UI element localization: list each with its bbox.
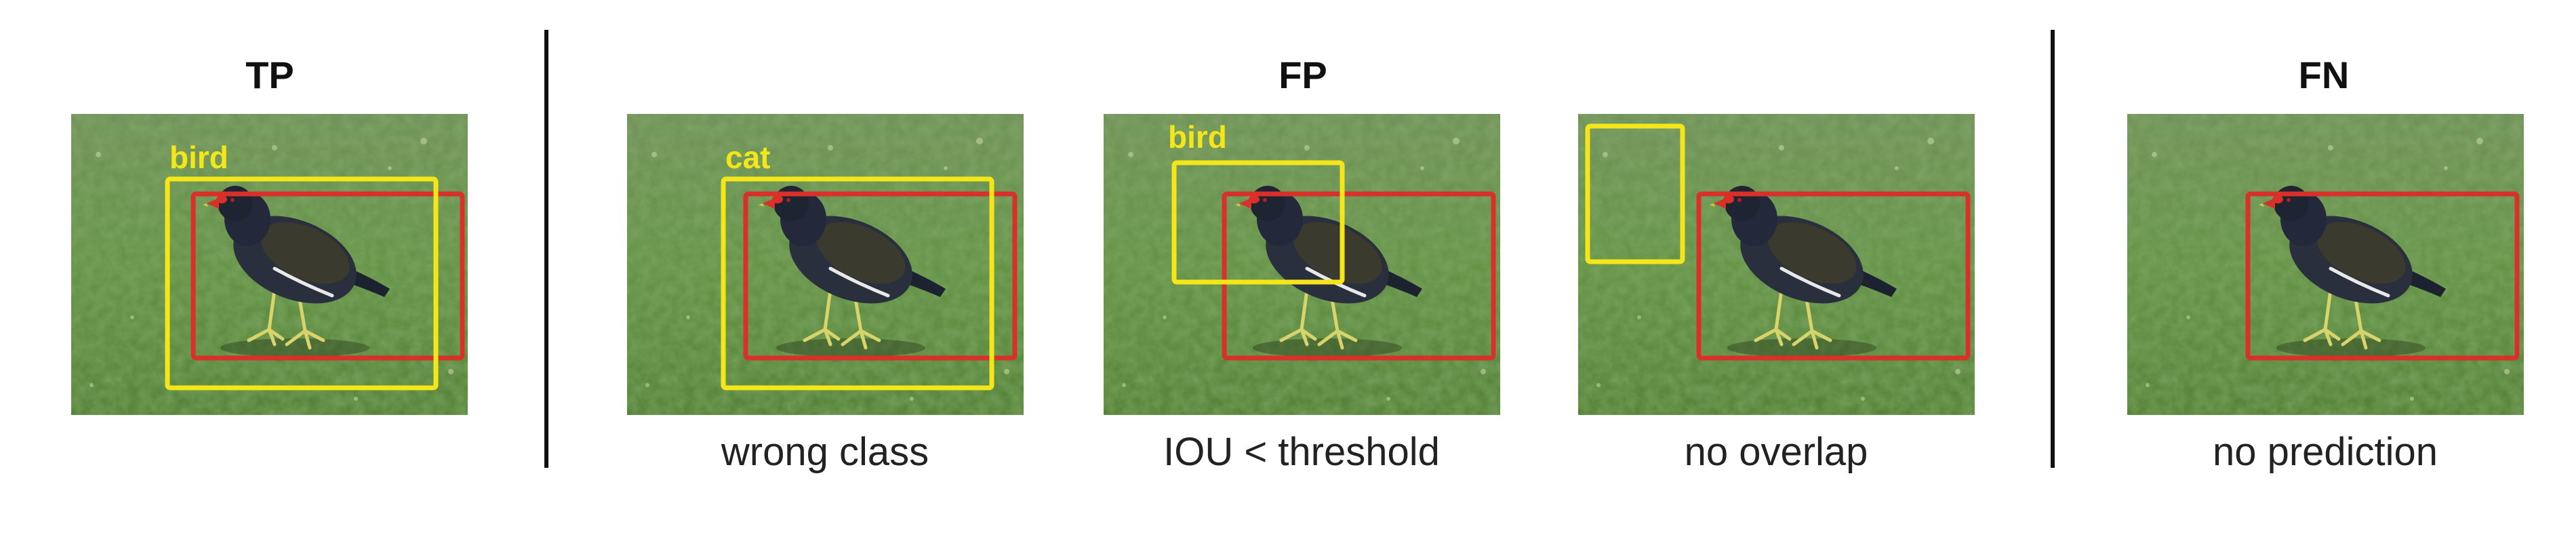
divider-fp-fn [2051,30,2055,468]
ground-truth-box [1222,191,1496,361]
divider-tp-fp [544,30,548,468]
panel-fp-no-overlap: no overlap [1578,114,1975,474]
prediction-label: cat [725,140,770,175]
caption-no-prediction: no prediction [2212,430,2438,474]
fp-heading: FP [1279,54,1327,96]
fn-photo [2127,114,2524,415]
tp-heading: TP [245,54,294,96]
ground-truth-box [190,191,465,361]
panel-fn: no prediction [2127,114,2524,474]
prediction-box [721,176,994,391]
panel-fp-iou: bird IOU < threshold [1104,114,1500,474]
prediction-box [1171,160,1345,285]
ground-truth-box [2245,191,2520,361]
tp-photo: bird [71,114,468,415]
fn-heading: FN [2298,54,2350,96]
fp-no-overlap-photo [1578,114,1975,415]
prediction-box [1585,123,1685,264]
prediction-box [165,176,439,391]
fp-wrong-class-photo: cat [627,114,1024,415]
ground-truth-box [743,191,1018,361]
prediction-label: bird [1168,119,1227,155]
caption-iou-threshold: IOU < threshold [1163,430,1440,474]
panel-tp: bird [71,114,468,415]
panel-fp-wrong-class: cat wrong class [627,114,1024,474]
ground-truth-box [1696,191,1971,361]
caption-wrong-class: wrong class [721,430,929,474]
caption-no-overlap: no overlap [1684,430,1868,474]
fp-iou-photo: bird [1104,114,1500,415]
prediction-label: bird [169,140,228,175]
